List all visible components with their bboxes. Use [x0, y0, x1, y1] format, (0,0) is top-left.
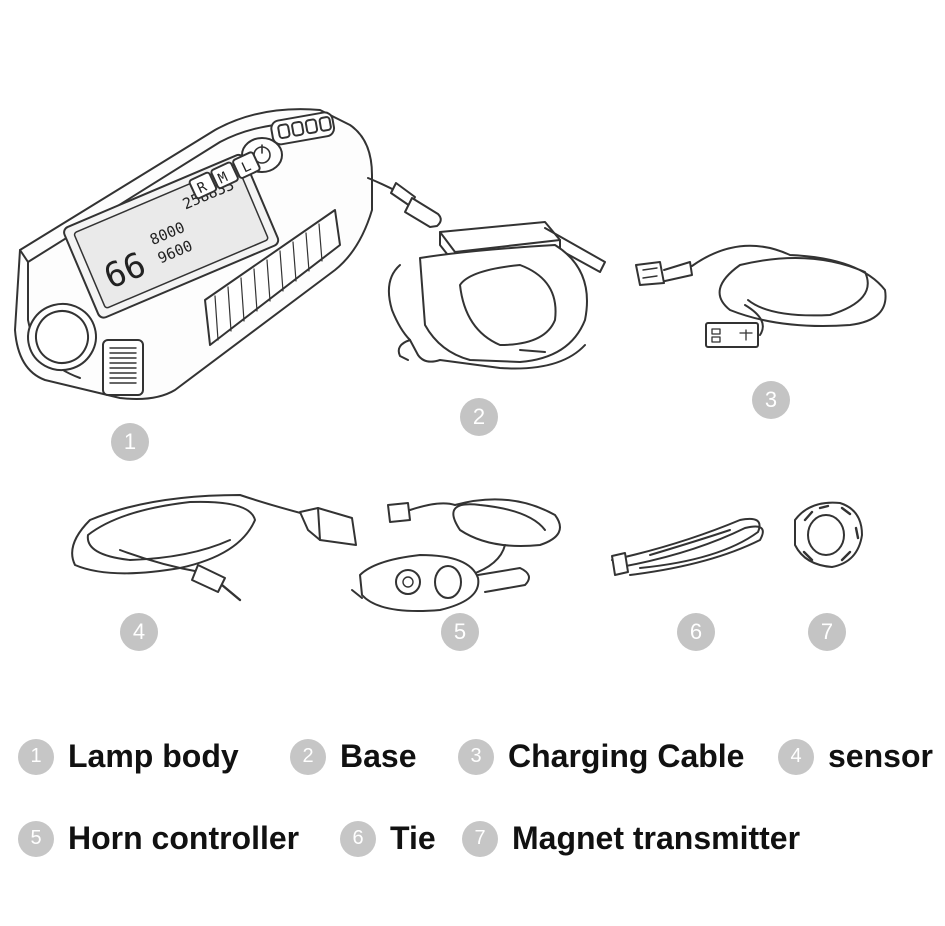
legend-badge: 3: [458, 738, 494, 775]
part-badge-1: 1: [111, 423, 149, 461]
legend-badge: 7: [462, 820, 498, 857]
legend-item-horn-controller: 5 Horn controller: [18, 820, 299, 857]
charging-cable-drawing: [635, 244, 887, 348]
part-badge-5: 5: [441, 613, 479, 651]
legend-label: Horn controller: [68, 820, 300, 856]
legend-item-charging-cable: 3 Charging Cable: [458, 738, 744, 775]
legend-badge: 6: [340, 820, 376, 857]
part-badge-6: 6: [677, 613, 715, 651]
legend-item-magnet-transmitter: 7 Magnet transmitter: [462, 820, 800, 857]
legend-label: Lamp body: [68, 738, 239, 774]
legend-badge: 5: [18, 820, 54, 857]
legend-item-sensor: 4 sensor: [778, 738, 933, 775]
part-badge-3: 3: [752, 381, 790, 419]
sensor-drawing: [71, 494, 357, 602]
lamp-body-drawing: 66 8000 9600 258833 R M L: [14, 108, 442, 400]
horn-controller-drawing: [351, 498, 561, 612]
legend-badge: 1: [18, 738, 54, 775]
magnet-transmitter-drawing: [794, 501, 863, 568]
part-badge-2: 2: [460, 398, 498, 436]
part-badge-7: 7: [808, 613, 846, 651]
legend-badge: 4: [778, 738, 814, 775]
legend-label: Base: [340, 738, 417, 774]
legend-label: Charging Cable: [508, 738, 745, 774]
legend-badge: 2: [290, 738, 326, 775]
tie-drawing: [611, 517, 764, 576]
base-drawing: [387, 221, 606, 370]
legend-label: sensor: [828, 738, 933, 774]
part-badge-4: 4: [120, 613, 158, 651]
legend-item-base: 2 Base: [290, 738, 417, 775]
legend-item-tie: 6 Tie: [340, 820, 436, 857]
legend-label: Tie: [390, 820, 436, 856]
legend-item-lamp-body: 1 Lamp body: [18, 738, 239, 775]
legend-label: Magnet transmitter: [512, 820, 801, 856]
